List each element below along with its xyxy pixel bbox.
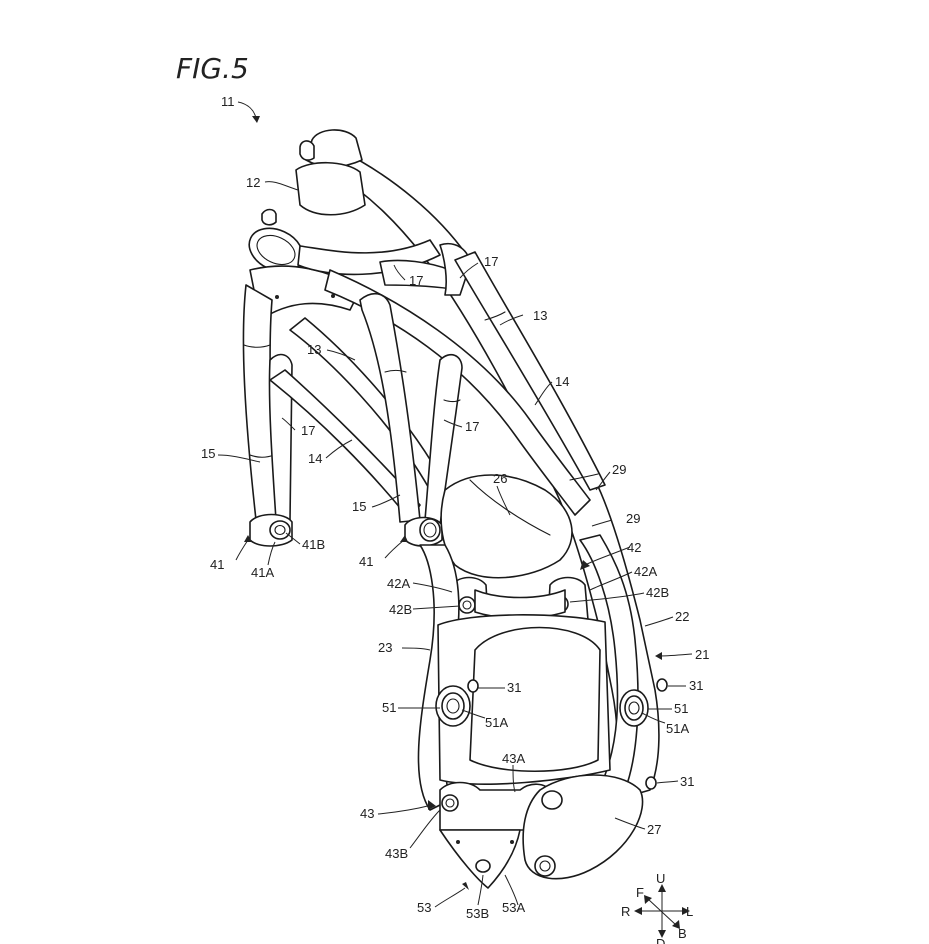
label-17-left: 17 (301, 423, 315, 438)
label-15-center: 15 (352, 499, 366, 514)
dir-back-label: B (678, 926, 687, 941)
right-arrow (634, 907, 642, 915)
label-22: 22 (675, 609, 689, 624)
label-51A-left: 51A (485, 715, 508, 730)
dir-down-label: D (656, 936, 665, 944)
label-43B: 43B (385, 846, 408, 861)
center-brace-17 (424, 353, 463, 526)
label-17-top-right: 17 (484, 254, 498, 269)
down-arrow (658, 930, 666, 938)
center-housing-26 (440, 474, 573, 579)
label-13-right: 13 (533, 308, 547, 323)
label-41A: 41A (251, 565, 274, 580)
label-42A-left: 42A (387, 576, 410, 591)
label-53A: 53A (502, 900, 525, 915)
lower-bracket-53 (439, 829, 521, 889)
direction-indicator: U D F B L R (621, 871, 693, 944)
reference-labels: 11 12 13 13 14 14 15 15 17 17 17 17 21 2… (201, 94, 709, 921)
label-15-left: 15 (201, 446, 215, 461)
left-lower-bracket-41 (249, 513, 293, 547)
label-53: 53 (417, 900, 431, 915)
label-17-top-left: 17 (409, 273, 423, 288)
left-brace-17 (268, 353, 293, 521)
label-23: 23 (378, 640, 392, 655)
dir-right-label: R (621, 904, 630, 919)
label-41B: 41B (302, 537, 325, 552)
figure-title: FIG.5 (176, 52, 249, 85)
label-42B-left: 42B (389, 602, 412, 617)
leader-lines (217, 101, 693, 908)
right-tube-14 (324, 269, 591, 516)
label-53B: 53B (466, 906, 489, 921)
dir-up-label: U (656, 871, 665, 886)
label-42: 42 (627, 540, 641, 555)
up-arrow (658, 884, 666, 892)
left-arrow (682, 907, 690, 915)
label-14-right: 14 (555, 374, 569, 389)
label-12: 12 (246, 175, 260, 190)
label-43A: 43A (502, 751, 525, 766)
label-29-upper: 29 (612, 462, 626, 477)
cross-member-42 (474, 589, 566, 619)
label-14-left: 14 (308, 451, 322, 466)
head-pipe (261, 129, 366, 226)
pivot-boss-51-right (619, 689, 649, 727)
label-26: 26 (493, 471, 507, 486)
label-31-center: 31 (507, 680, 521, 695)
rear-bracket-27 (522, 774, 644, 880)
dir-front-label: F (636, 885, 644, 900)
label-41-center: 41 (359, 554, 373, 569)
head-pipe-ring (248, 227, 304, 273)
label-43: 43 (360, 806, 374, 821)
label-13-left: 13 (307, 342, 321, 357)
upper-cross-tubes (297, 239, 471, 296)
back-arrow (672, 920, 680, 929)
label-42A-right: 42A (634, 564, 657, 579)
label-51A-right: 51A (666, 721, 689, 736)
right-upper-tube-29 (454, 251, 606, 491)
label-31-lower: 31 (680, 774, 694, 789)
front-arrow (644, 895, 652, 904)
center-down-tube-15 (359, 292, 421, 523)
label-21: 21 (695, 647, 709, 662)
label-42B-right: 42B (646, 585, 669, 600)
pivot-boss-51-left (435, 685, 471, 727)
label-27: 27 (647, 822, 661, 837)
dir-left-label: L (686, 904, 693, 919)
label-31-right: 31 (689, 678, 703, 693)
label-11: 11 (221, 94, 235, 109)
front-back-axis (647, 898, 677, 926)
bosses-31 (467, 678, 668, 790)
label-41-left: 41 (210, 557, 224, 572)
label-17-center: 17 (465, 419, 479, 434)
label-29-lower: 29 (626, 511, 640, 526)
label-51-left: 51 (382, 700, 396, 715)
lower-frame-body (417, 534, 639, 811)
vehicle-frame-assembly (242, 129, 668, 889)
label-51-right: 51 (674, 701, 688, 716)
center-lower-bracket-41 (404, 516, 443, 547)
